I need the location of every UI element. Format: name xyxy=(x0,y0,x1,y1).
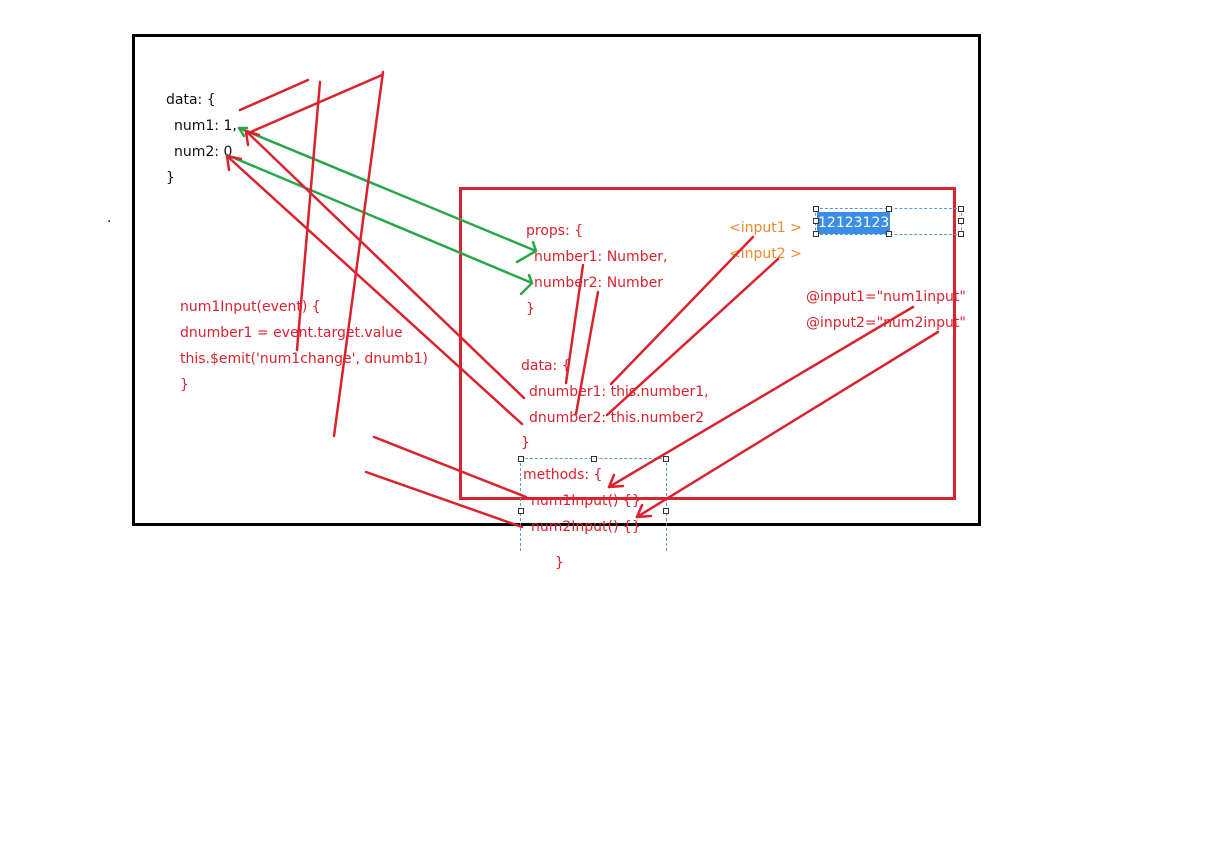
resize-handle[interactable] xyxy=(663,508,669,514)
red-stroke xyxy=(295,80,322,352)
props-line-1: props: { xyxy=(526,223,584,239)
resize-handle[interactable] xyxy=(813,206,819,212)
input1-tag: <input1 > xyxy=(729,220,802,236)
red-stroke xyxy=(238,78,310,112)
red-arrowhead xyxy=(635,503,653,519)
green-arrow-num1-to-number1 xyxy=(237,126,538,253)
red-stroke xyxy=(605,257,780,417)
parent-data-line-1: data: { xyxy=(166,92,216,108)
resize-handle[interactable] xyxy=(518,508,524,514)
red-arrow-dnumber2-to-num2 xyxy=(225,154,524,426)
red-stroke xyxy=(364,470,524,529)
parent-component-frame xyxy=(132,34,981,526)
child-data-line-4: } xyxy=(521,435,530,451)
red-arrow-dnumber1-to-num1 xyxy=(244,129,526,400)
props-line-4: } xyxy=(526,301,535,317)
method-snippet-line-1: num1Input(event) { xyxy=(180,299,321,315)
child-data-line-3: dnumber2: this.number2 xyxy=(529,410,705,426)
child-data-line-2: dnumber1: this.number1, xyxy=(529,384,709,400)
green-arrowhead xyxy=(515,240,538,264)
resize-handle[interactable] xyxy=(886,231,892,237)
input2-tag: <input2 > xyxy=(729,246,802,262)
red-stroke xyxy=(574,290,600,416)
selected-text-highlight xyxy=(817,212,890,234)
red-stroke xyxy=(332,70,385,438)
child-component-frame xyxy=(459,187,956,500)
child-data-line-1: data: { xyxy=(521,358,571,374)
red-arrowhead xyxy=(225,154,243,172)
stray-dot: . xyxy=(107,210,112,226)
resize-handle[interactable] xyxy=(663,456,669,462)
green-arrowhead xyxy=(519,273,534,296)
red-arrow-input1-to-num1input xyxy=(607,305,915,489)
parent-data-line-3: num2: 0 xyxy=(174,144,233,160)
method-snippet-line-4: } xyxy=(180,377,189,393)
methods-line-4: } xyxy=(555,555,564,571)
selected-text: 12123123 xyxy=(818,215,890,231)
methods-line-1: methods: { xyxy=(523,467,603,483)
resize-handle[interactable] xyxy=(886,206,892,212)
red-stroke xyxy=(609,235,755,386)
resize-handle[interactable] xyxy=(518,456,524,462)
resize-handle[interactable] xyxy=(958,218,964,224)
method-snippet-line-3: this.$emit('num1change', dnumb1) xyxy=(180,351,428,367)
props-line-3: number2: Number xyxy=(534,275,663,291)
resize-handle[interactable] xyxy=(958,206,964,212)
red-arrowhead xyxy=(607,473,625,489)
red-stroke xyxy=(372,435,528,499)
methods-line-3: num2Input() {} xyxy=(531,519,641,535)
event-binding-1: @input1="num1input" xyxy=(806,289,966,305)
resize-handle[interactable] xyxy=(958,231,964,237)
props-line-2: number1: Number, xyxy=(534,249,668,265)
red-stroke xyxy=(564,263,585,385)
green-arrow-num2-to-number2 xyxy=(225,153,534,285)
parent-data-line-4: } xyxy=(166,170,175,186)
red-stroke xyxy=(244,73,384,136)
methods-line-2: num1Input() {} xyxy=(531,493,641,509)
red-arrow-input2-to-num2input xyxy=(635,330,940,519)
parent-data-line-2: num1: 1, xyxy=(174,118,237,134)
red-arrowhead xyxy=(244,129,261,147)
resize-handle[interactable] xyxy=(591,456,597,462)
resize-handle[interactable] xyxy=(813,231,819,237)
resize-handle[interactable] xyxy=(813,218,819,224)
green-arrowtail xyxy=(237,126,249,138)
